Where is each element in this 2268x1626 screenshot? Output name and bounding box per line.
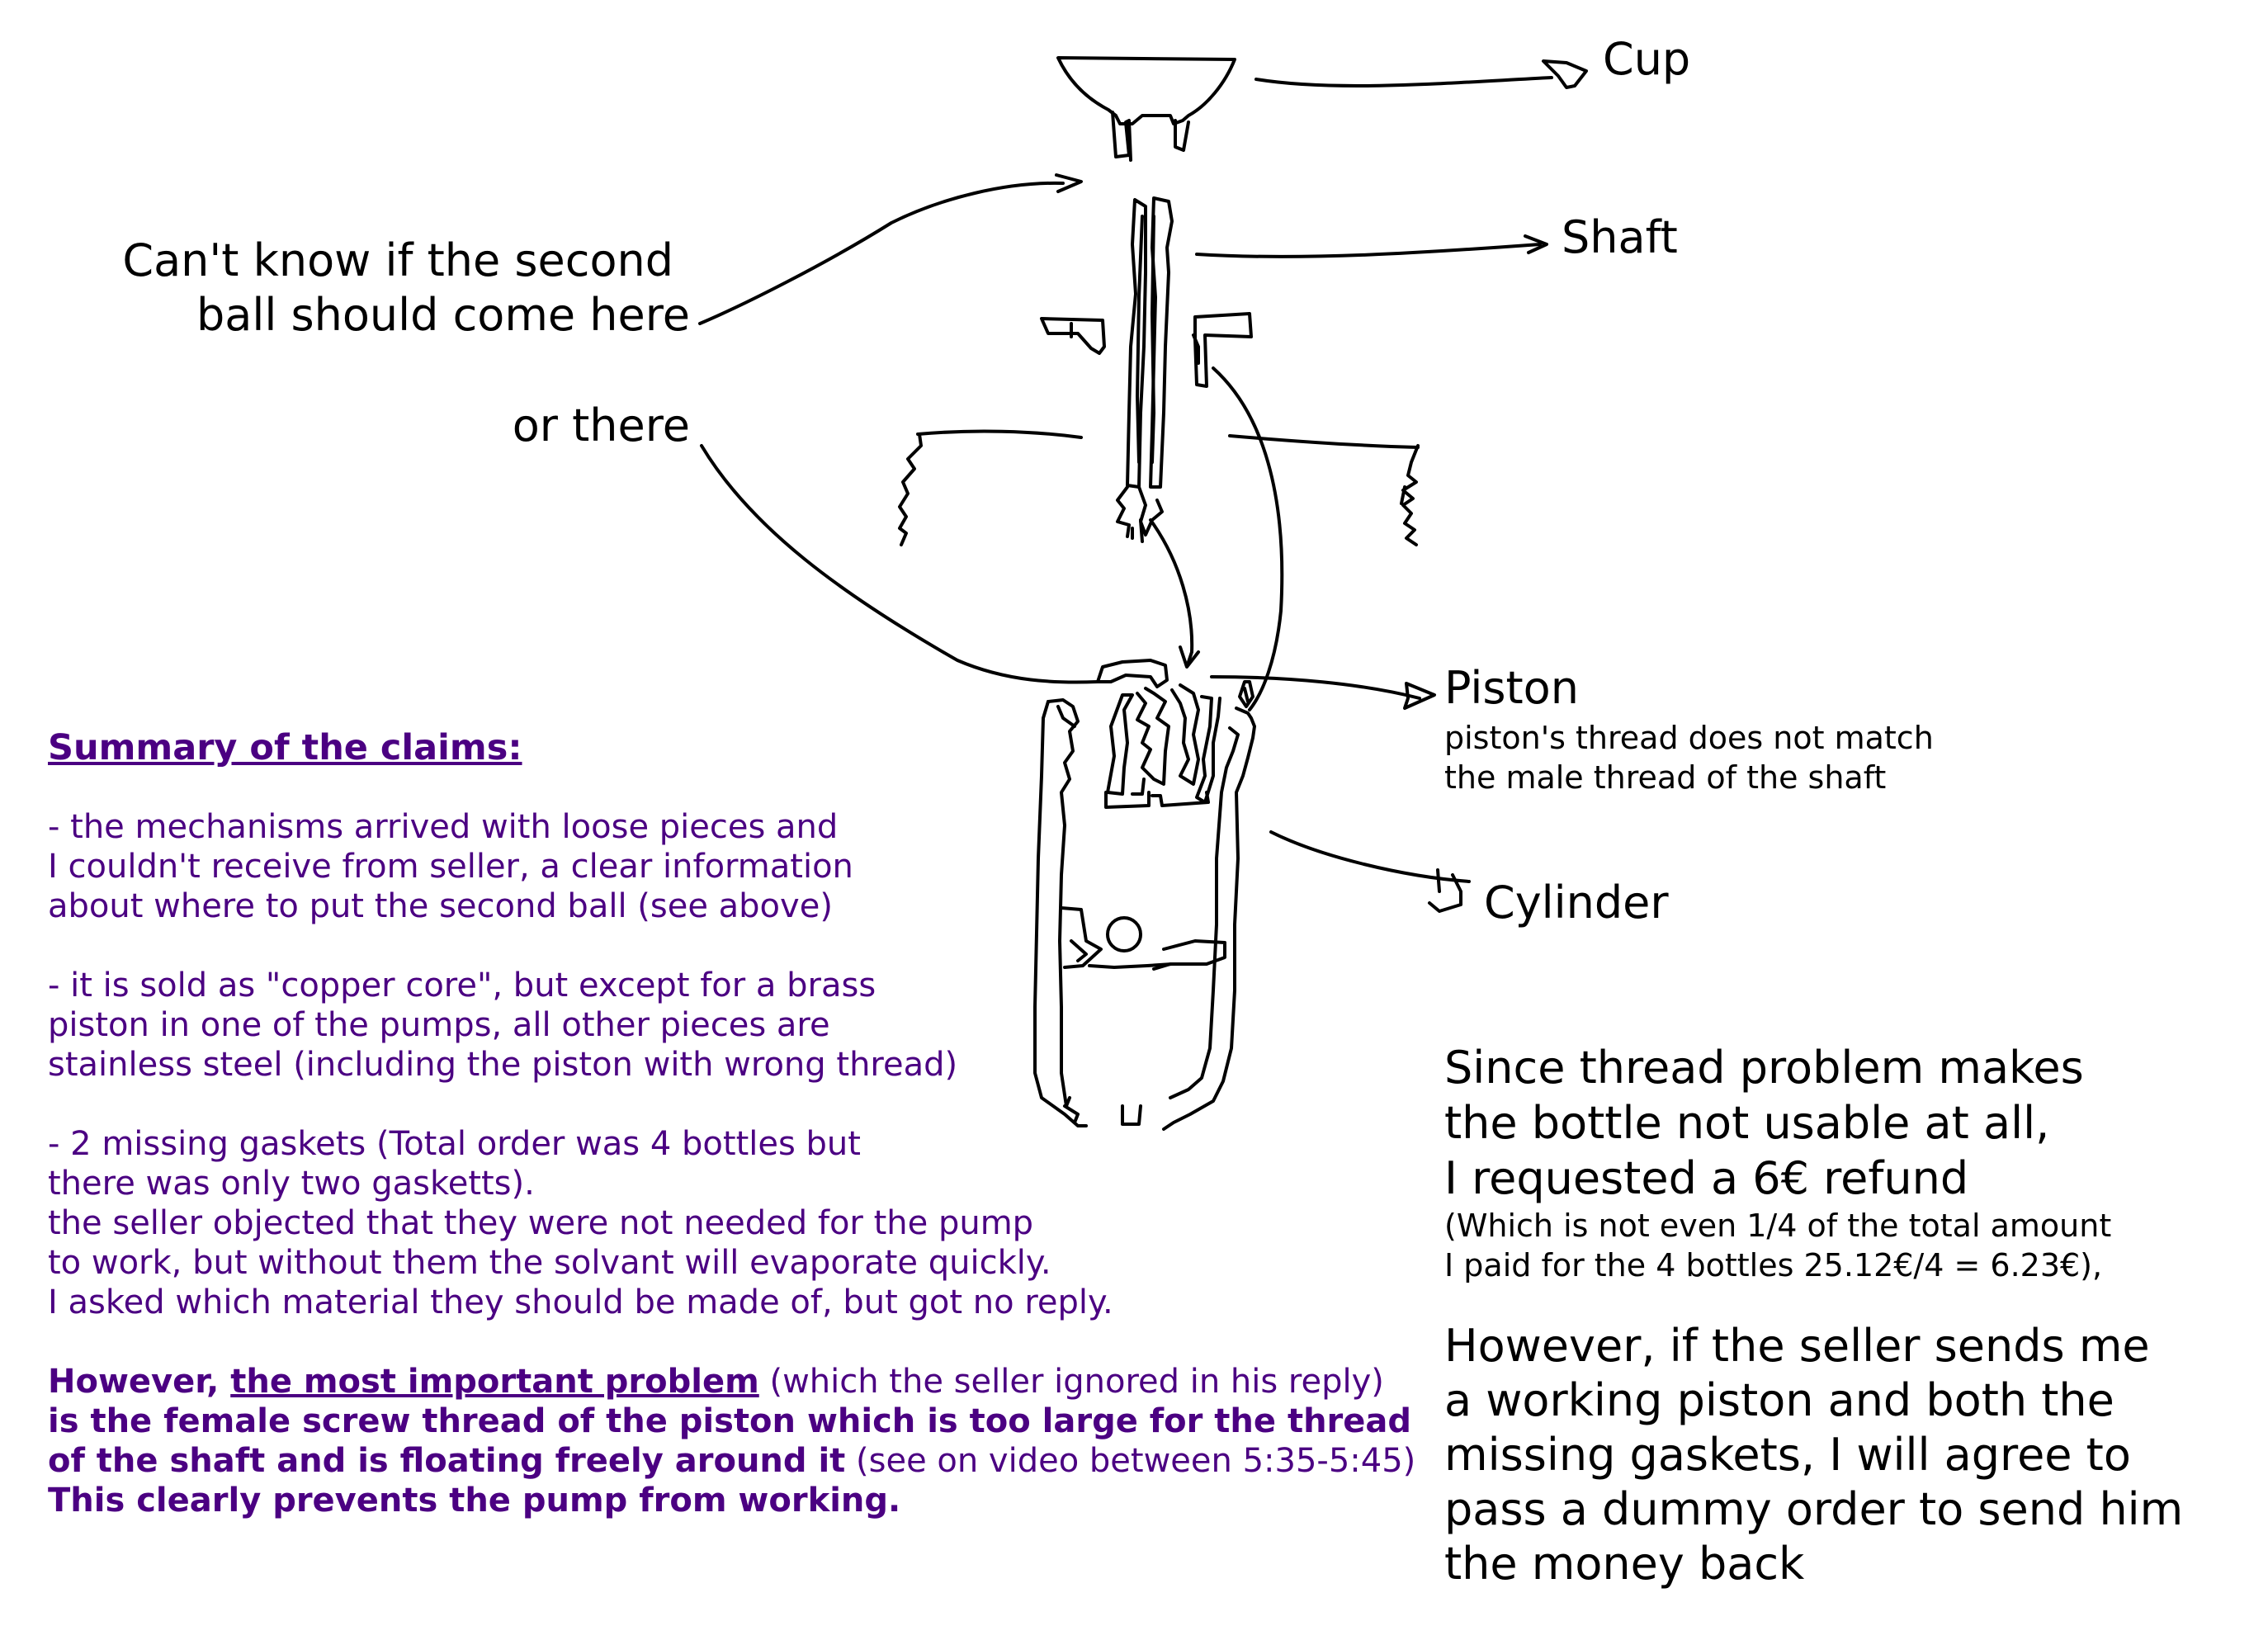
claim-1-line: about where to put the second ball (see … — [48, 887, 833, 925]
piston-note-line-2: the male thread of the shaft — [1444, 759, 1887, 796]
offer-line: a working piston and both the — [1444, 1374, 2114, 1426]
important-line-4: This clearly prevents the pump from work… — [48, 1482, 901, 1520]
gasket-drawing — [898, 429, 1420, 546]
refund-line-1: Since thread problem makes — [1444, 1042, 2084, 1094]
cylinder-label: Cylinder — [1484, 877, 1669, 929]
offer-line: missing gaskets, I will agree to — [1444, 1429, 2131, 1481]
cup-label: Cup — [1603, 33, 1691, 85]
claim-1: - the mechanisms arrived with loose piec… — [48, 807, 1451, 926]
refund-request: Since thread problem makes the bottle no… — [1444, 1040, 2253, 1285]
claim-3-line: I asked which material they should be ma… — [48, 1283, 1113, 1321]
claim-3: - 2 missing gaskets (Total order was 4 b… — [48, 1124, 1451, 1322]
offer-line: However, if the seller sends me — [1444, 1320, 2150, 1372]
claim-2: - it is sold as "copper core", but excep… — [48, 966, 1451, 1085]
claim-3-line: to work, but without them the solvant wi… — [48, 1244, 1051, 1282]
cylinder-drawing — [1033, 698, 1256, 1131]
important-line-2: is the female screw thread of the piston… — [48, 1402, 1412, 1440]
refund-line-3: I requested a 6€ refund — [1444, 1152, 1969, 1204]
refund-line-2: the bottle not usable at all, — [1444, 1097, 2050, 1149]
important-lead: However, — [48, 1363, 231, 1401]
important-line-3: of the shaft and is floating freely arou… — [48, 1442, 846, 1480]
claim-1-line: - the mechanisms arrived with loose piec… — [48, 808, 839, 846]
refund-note-1: (Which is not even 1/4 of the total amou… — [1444, 1208, 2112, 1244]
important-aside: (which the seller ignored in his reply) — [758, 1363, 1384, 1401]
claim-2-line: stainless steel (including the piston wi… — [48, 1046, 958, 1084]
claim-important: However, the most important problem (whi… — [48, 1362, 1451, 1520]
refund-note-2: I paid for the 4 bottles 25.12€/4 = 6.23… — [1444, 1247, 2103, 1283]
seller-offer: However, if the seller sends me a workin… — [1444, 1319, 2261, 1591]
shaft-label: Shaft — [1562, 211, 1678, 263]
claim-1-line: I couldn't receive from seller, a clear … — [48, 848, 853, 886]
piston-note-line-1: piston's thread does not match — [1444, 720, 1934, 756]
important-video-note: (see on video between 5:35-5:45) — [845, 1442, 1416, 1480]
piston-label: Piston — [1444, 662, 1579, 714]
claim-2-line: - it is sold as "copper core", but excep… — [48, 967, 876, 1004]
ball-question-line-1: Can't know if the second — [122, 234, 673, 286]
claim-3-line: the seller objected that they were not n… — [48, 1204, 1034, 1242]
claim-2-line: piston in one of the pumps, all other pi… — [48, 1006, 830, 1044]
offer-line: pass a dummy order to send him — [1444, 1483, 2184, 1535]
ball-question-line-2: ball should come here — [196, 289, 690, 341]
arrows — [698, 59, 1588, 913]
offer-line: the money back — [1444, 1538, 1805, 1590]
shaft-drawing — [1040, 196, 1253, 543]
claim-3-line: there was only two gasketts). — [48, 1165, 535, 1203]
important-underlined: the most important problem — [230, 1363, 759, 1401]
cup-drawing — [1056, 56, 1236, 162]
piston-drawing — [1096, 659, 1254, 809]
claims-summary: Summary of the claims: - the mechanisms … — [48, 728, 1451, 1560]
claim-3-line: - 2 missing gaskets (Total order was 4 b… — [48, 1125, 861, 1163]
or-there-label: or there — [512, 399, 690, 451]
claims-heading: Summary of the claims: — [48, 727, 522, 768]
